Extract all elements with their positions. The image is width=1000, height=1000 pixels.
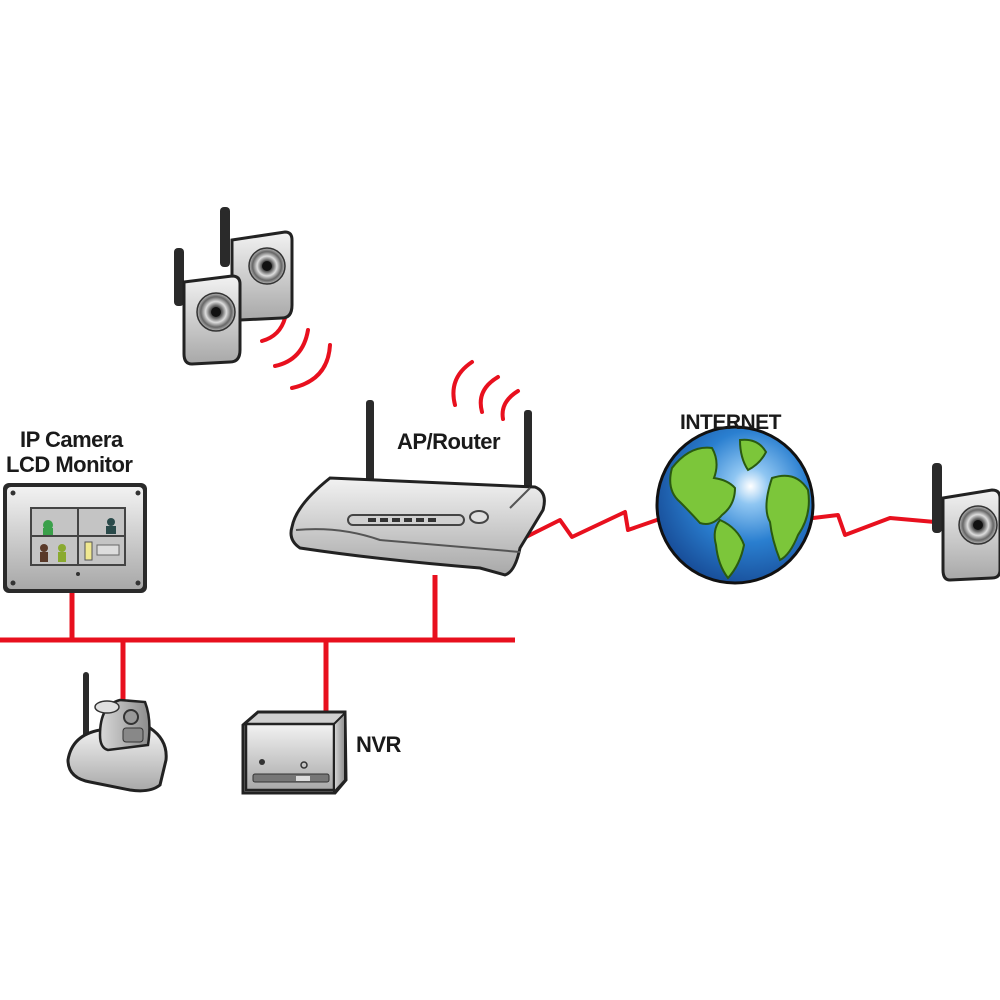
wireless-waves-router — [451, 360, 520, 421]
remote-ip-camera — [932, 463, 1000, 582]
lcd-monitor — [3, 483, 147, 593]
internet-globe — [655, 425, 815, 585]
internet-to-camera-link — [779, 513, 936, 537]
wan-links — [519, 503, 936, 542]
nvr-label: NVR — [356, 732, 401, 757]
lcd-monitor-label-line2: LCD Monitor — [6, 452, 133, 477]
ap-router — [289, 400, 546, 577]
ptz-ip-camera — [66, 672, 168, 793]
nvr-box — [241, 710, 348, 795]
wireless-waves-cameras — [260, 316, 332, 390]
router-to-internet-link — [519, 503, 701, 542]
router-label: AP/Router — [397, 429, 501, 454]
internet-label: INTERNET — [680, 411, 782, 434]
lan-bus — [0, 575, 515, 712]
wireless-camera-front — [174, 248, 242, 366]
lcd-monitor-label-line1: IP Camera — [20, 427, 123, 452]
router-button — [469, 510, 489, 524]
